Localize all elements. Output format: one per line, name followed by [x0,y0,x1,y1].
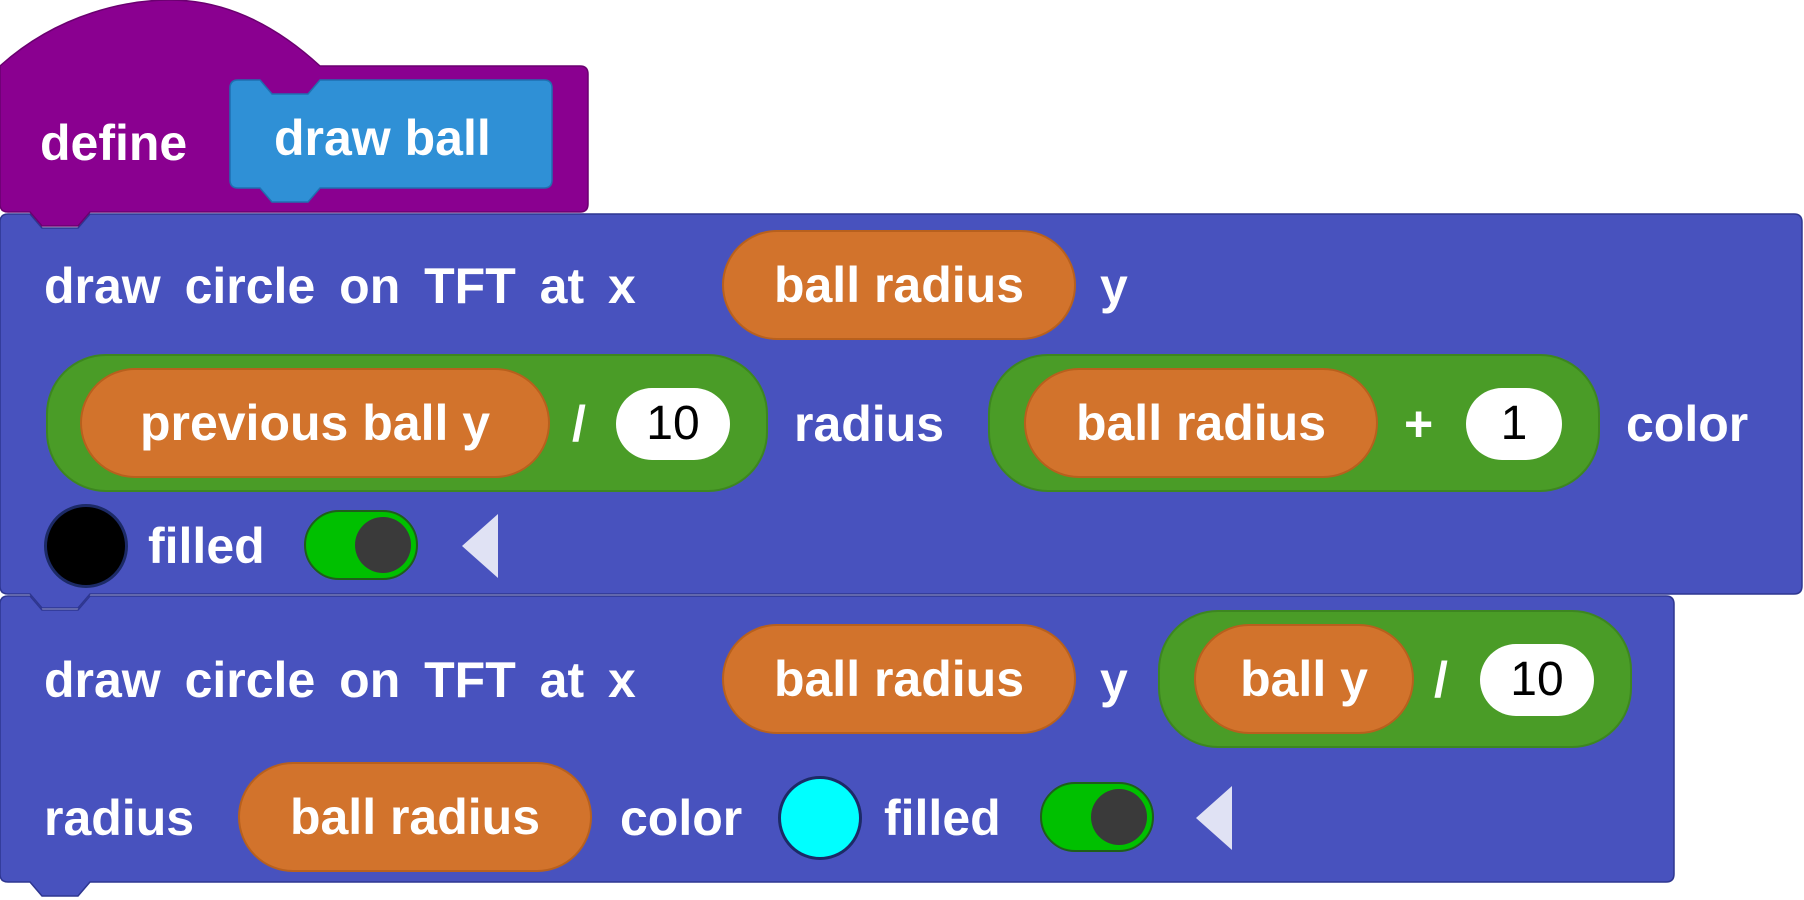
block1-radius-label: radius [794,396,945,452]
block1-x-variable[interactable]: ball radius [722,230,1076,340]
block1-y-operator-symbol: / [572,396,586,452]
block1-collapse-triangle-icon[interactable] [462,514,498,578]
block2-radius-variable[interactable]: ball radius [238,762,592,872]
block2-filled-label: filled [884,790,1001,846]
block1-filled-label: filled [148,518,265,574]
block2-y-number-input[interactable]: 10 [1480,644,1594,716]
block2-color-label: color [620,790,743,846]
custom-block-name[interactable]: draw ball [274,110,491,166]
block2-radius-label: radius [44,790,195,846]
toggle-knob [355,517,411,573]
block1-filled-toggle[interactable] [304,510,418,580]
block1-color-swatch[interactable] [44,504,128,588]
toggle-knob [1091,789,1147,845]
block1-y-variable[interactable]: previous ball y [80,368,550,478]
block1-body[interactable] [0,213,1803,609]
block2-y-operator-symbol: / [1434,652,1448,708]
block2-filled-toggle[interactable] [1040,782,1154,852]
block2-command-label: draw circle on TFT at x [44,652,636,708]
block1-color-label: color [1626,396,1749,452]
block2-y-variable[interactable]: ball y [1194,624,1414,734]
block2-x-variable[interactable]: ball radius [722,624,1076,734]
block2-y-label: y [1100,652,1128,708]
block2-collapse-triangle-icon[interactable] [1196,786,1232,850]
define-keyword: define [40,115,188,171]
block1-command-label: draw circle on TFT at x [44,258,636,314]
block1-radius-number-input[interactable]: 1 [1466,388,1562,460]
block1-radius-variable[interactable]: ball radius [1024,368,1378,478]
block1-radius-operator-symbol: + [1404,396,1434,452]
block1-y-label: y [1100,258,1128,314]
draw-ball-prototype-shape[interactable] [229,79,553,203]
block2-color-swatch[interactable] [778,776,862,860]
block1-y-number-input[interactable]: 10 [616,388,730,460]
